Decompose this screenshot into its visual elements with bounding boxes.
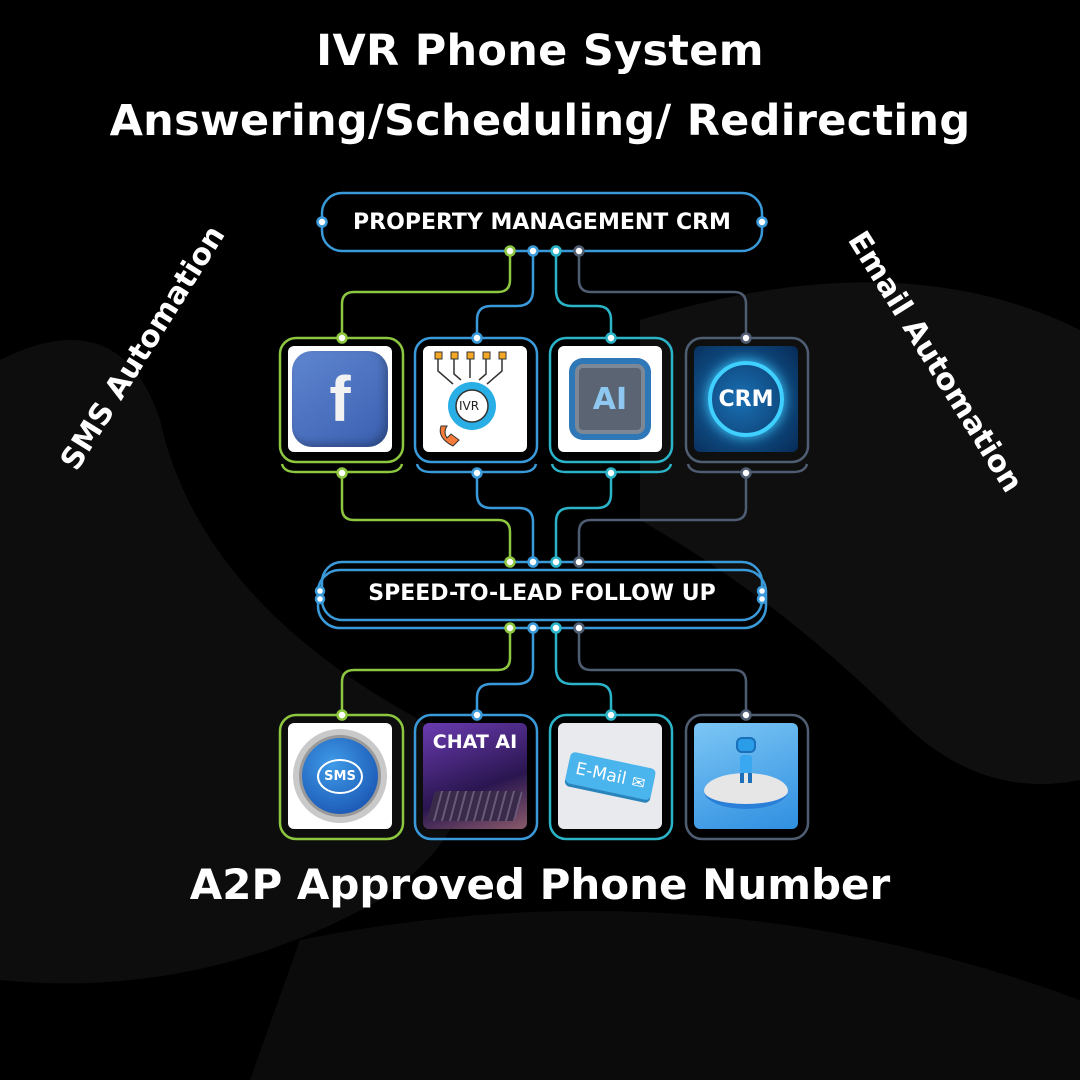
ivr-gear-icon — [434, 351, 507, 447]
speed-to-lead-hub: SPEED-TO-LEAD FOLLOW UP — [368, 580, 716, 606]
footer-a2p-label: A2P Approved Phone Number — [189, 860, 891, 909]
title-line-2: Answering/Scheduling/ Redirecting — [109, 96, 971, 146]
ai-chip-card: AI — [558, 346, 662, 452]
connector-teal-2 — [554, 473, 613, 562]
email-card: E-Mail ✉ — [558, 723, 662, 829]
ivr-card: IVR — [423, 346, 527, 452]
connector-slate-3 — [577, 628, 748, 715]
title-line-1: IVR Phone System — [316, 26, 764, 76]
facebook-icon: f — [292, 351, 388, 447]
speech-platform-icon — [704, 773, 788, 809]
crm-ring-icon: CRM — [708, 361, 784, 437]
node-dots — [314, 216, 768, 721]
robot-icon — [736, 737, 756, 787]
sms-bubble-icon: SMS — [293, 729, 387, 823]
email-key-icon: E-Mail ✉ — [564, 751, 656, 801]
connector-green-3 — [340, 628, 512, 715]
property-management-crm-hub: PROPERTY MANAGEMENT CRM — [353, 209, 731, 235]
robot-card — [694, 723, 798, 829]
connector-blue-1 — [475, 250, 535, 338]
chat-ai-card: CHAT AI — [423, 723, 527, 829]
facebook-card: f — [288, 346, 392, 452]
connector-teal-3 — [554, 628, 613, 715]
connector-green-2 — [340, 473, 512, 562]
connector-slate-2 — [577, 473, 748, 562]
connector-blue-2 — [475, 473, 535, 562]
connector-blue-3 — [475, 628, 535, 715]
laptop-keyboard-icon — [426, 791, 524, 821]
sms-card: SMS — [288, 723, 392, 829]
connector-green-1 — [340, 250, 512, 338]
ai-chip-icon: AI — [575, 364, 645, 434]
crm-card: CRM — [694, 346, 798, 452]
connector-slate-1 — [577, 250, 748, 338]
connector-teal-1 — [554, 250, 613, 338]
